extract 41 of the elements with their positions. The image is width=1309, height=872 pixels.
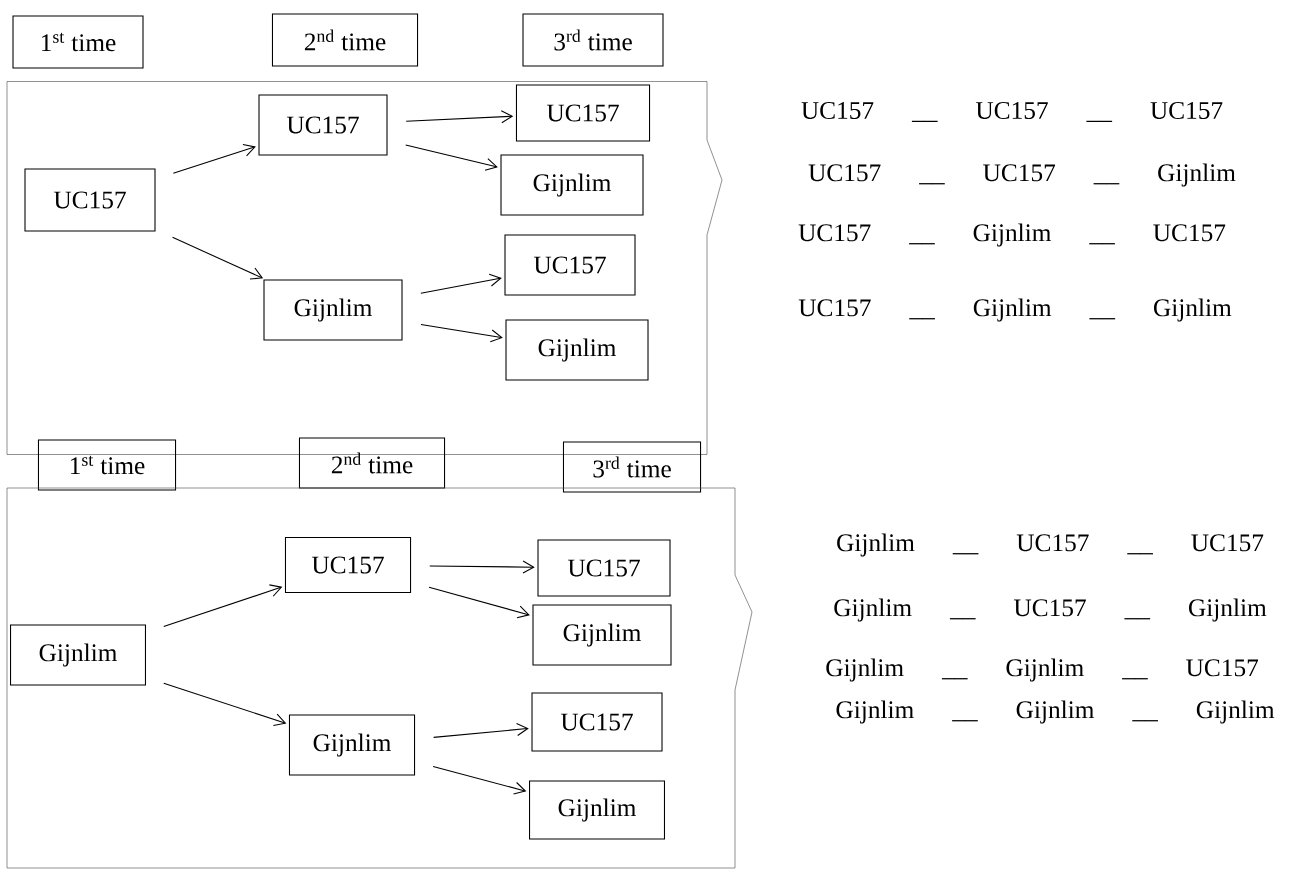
combination-text: UC157 __ Gijnlim __ UC157 <box>798 223 1226 247</box>
combination-text: Gijnlim __ UC157 __ UC157 <box>837 533 1264 557</box>
combination-text: Gijnlim __ Gijnlim __ UC157 <box>826 658 1259 682</box>
combination-text: Gijnlim __ Gijnlim __ Gijnlim <box>836 700 1275 724</box>
arrow <box>420 273 502 294</box>
variety-box: UC157 <box>284 537 412 593</box>
arrow <box>172 236 264 280</box>
arrow <box>163 682 287 727</box>
combination-text: Gijnlim __ UC157 __ Gijnlim <box>834 598 1267 622</box>
arrow <box>172 143 256 174</box>
time-box: 3$^{rd}$ time <box>522 13 664 67</box>
variety-box: UC157 <box>24 168 156 232</box>
variety-box: Gijnlim <box>500 154 644 216</box>
combination-text: UC157 __ UC157 __ UC157 <box>801 102 1223 122</box>
variety-box: Gijnlim <box>532 604 672 666</box>
variety-box: Gijnlim <box>10 624 146 686</box>
variety-box: UC157 <box>504 234 636 296</box>
combination-text: UC157 __ Gijnlim __ Gijnlim <box>798 298 1232 322</box>
variety-box: UC157 <box>537 539 671 597</box>
time-box: 1$^{st}$ time <box>37 439 177 491</box>
arrow <box>432 766 527 795</box>
arrow <box>428 586 530 619</box>
variety-box: Gijnlim <box>505 319 649 381</box>
variety-box: UC157 <box>258 94 388 156</box>
arrow <box>405 110 514 124</box>
time-box: 2$^{nd}$ time <box>271 13 419 67</box>
arrow <box>429 560 535 574</box>
arrow <box>163 584 283 627</box>
combination-text: UC157 __ UC157 __ Gijnlim <box>808 163 1236 187</box>
time-box: 1$^{st}$ time <box>12 15 144 69</box>
arrow <box>433 723 529 738</box>
arrow <box>405 144 498 171</box>
variety-box: Gijnlim <box>288 714 416 776</box>
variety-box: UC157 <box>515 84 651 142</box>
time-box: 2$^{nd}$ time <box>298 437 446 489</box>
variety-box: Gijnlim <box>263 279 403 341</box>
panel-frame <box>6 487 753 869</box>
variety-box: UC157 <box>531 692 663 752</box>
time-box: 3$^{rd}$ time <box>562 441 702 493</box>
variety-box: Gijnlim <box>529 780 665 840</box>
arrow <box>420 323 503 343</box>
